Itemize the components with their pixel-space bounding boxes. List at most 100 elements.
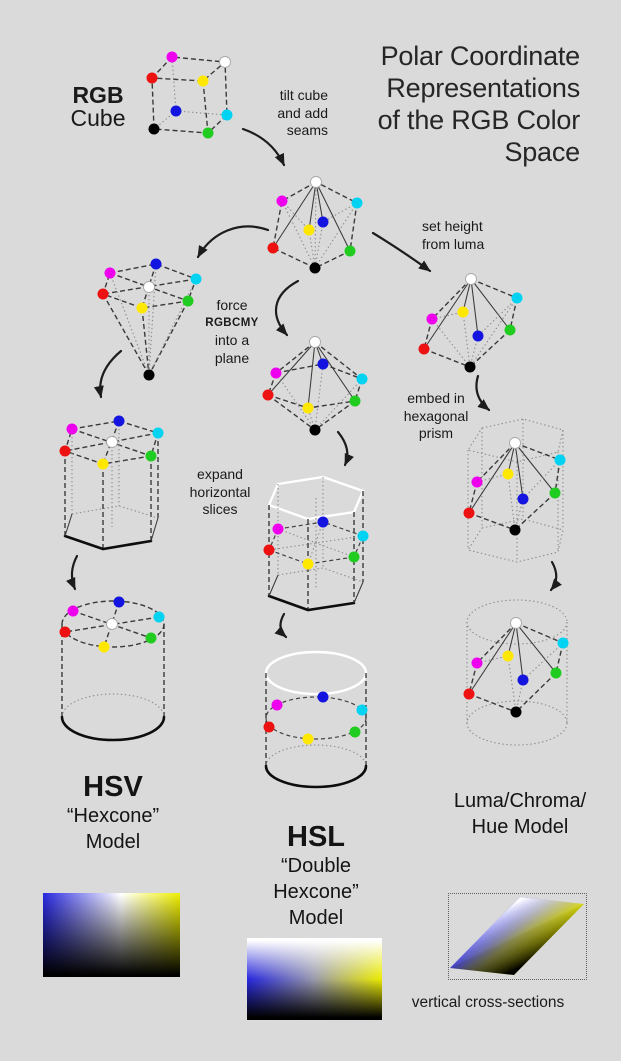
expand-slices-step-label: expand horizontal slices [178, 466, 262, 519]
embed-prism-step-label: embed in hexagonal prism [394, 390, 478, 443]
arrow-to-lch-cylinder [549, 560, 562, 592]
red-vertex-dot [267, 242, 279, 254]
yellow-vertex-dot [303, 224, 315, 236]
luma-cross-section-gradient [450, 897, 584, 975]
luma-cross-section-frame [448, 893, 587, 980]
green-vertex-dot [549, 487, 561, 499]
cyan-vertex-dot [357, 530, 369, 542]
blue-vertex-dot [517, 493, 529, 505]
yellow-vertex-dot [302, 733, 314, 745]
green-vertex-dot [145, 450, 157, 462]
blue-vertex-dot [317, 216, 329, 228]
white-vertex-dot [310, 176, 322, 188]
arrow-to-bicone [274, 279, 300, 337]
arrow-bicone-to-hexcone [336, 430, 354, 467]
green-vertex-dot [145, 632, 157, 644]
cube-label: Cube [70, 105, 126, 131]
black-vertex-dot [309, 262, 321, 274]
black-vertex-dot [309, 424, 321, 436]
step-line: horizontal [189, 483, 251, 500]
cyan-vertex-dot [554, 454, 566, 466]
yellow-vertex-dot [302, 402, 314, 414]
hsl-model-word: Model [288, 907, 344, 929]
black-vertex-dot [464, 361, 476, 373]
arrow-tilt-cube [241, 127, 286, 167]
green-vertex-dot [348, 551, 360, 563]
hexcone-shape [97, 258, 202, 381]
arrow-to-hsl-cylinder [274, 612, 288, 639]
magenta-vertex-dot [66, 423, 78, 435]
white-vertex-dot [510, 617, 522, 629]
step-line: slices [202, 501, 238, 517]
blue-vertex-dot [472, 330, 484, 342]
yellow-vertex-dot [136, 302, 148, 314]
step-line: seams [286, 122, 328, 138]
green-vertex-dot [504, 324, 516, 336]
magenta-vertex-dot [426, 313, 438, 325]
cyan-vertex-dot [356, 704, 368, 716]
arrow-hexcone-to-prism [93, 349, 123, 399]
title-line: Representations [386, 73, 580, 103]
arrow-set-height [371, 231, 432, 273]
white-vertex-dot [465, 273, 477, 285]
red-vertex-dot [418, 343, 430, 355]
red-vertex-dot [146, 72, 158, 84]
yellow-vertex-dot [457, 306, 469, 318]
white-vertex-dot [219, 56, 231, 68]
lch-model-label: Luma/Chroma/ Hue Model [437, 788, 603, 840]
yellow-vertex-dot [97, 458, 109, 470]
step-line: prism [418, 425, 454, 441]
step-line: embed in [407, 390, 465, 406]
red-vertex-dot [463, 688, 475, 700]
cyan-vertex-dot [557, 637, 569, 649]
tilt-cube-step-label: tilt cube and add seams [248, 87, 328, 140]
magenta-vertex-dot [104, 267, 116, 279]
step-line: and add [277, 104, 328, 121]
step-line: plane [214, 349, 250, 366]
green-vertex-dot [349, 726, 361, 738]
white-vertex-dot [106, 618, 118, 630]
blue-vertex-dot [170, 105, 182, 117]
cyan-vertex-dot [152, 427, 164, 439]
magenta-vertex-dot [166, 51, 178, 63]
hsl-cross-section-gradient [247, 938, 382, 1020]
yellow-vertex-dot [98, 641, 110, 653]
cyan-vertex-dot [511, 292, 523, 304]
step-line: set height [422, 218, 483, 234]
white-vertex-dot [309, 336, 321, 348]
hsv-nickname: “Hexcone” [66, 805, 160, 827]
blue-vertex-dot [317, 691, 329, 703]
lch-line: Luma/Chroma/ [453, 790, 587, 812]
yellow-vertex-dot [197, 75, 209, 87]
red-vertex-dot [262, 389, 274, 401]
flow-arrows [66, 127, 562, 639]
cyan-vertex-dot [153, 611, 165, 623]
bicone-shape [262, 336, 368, 436]
luma-cone-shape [418, 273, 523, 373]
magenta-vertex-dot [471, 657, 483, 669]
red-vertex-dot [263, 544, 275, 556]
tilted-cube-shape [267, 176, 363, 274]
green-vertex-dot [349, 395, 361, 407]
green-vertex-dot [182, 295, 194, 307]
hsl-cylinder-shape [263, 650, 368, 789]
black-vertex-dot [510, 706, 522, 718]
arrow-embed-prism [475, 374, 491, 412]
lch-cylinder-shape [463, 599, 569, 746]
step-line: hexagonal [403, 407, 469, 424]
red-vertex-dot [59, 626, 71, 638]
cyan-vertex-dot [190, 273, 202, 285]
step-line-rgbcmy: RGBCMY [205, 316, 259, 329]
hsv-cross-section-gradient [43, 893, 180, 977]
set-height-step-label: set height from luma [422, 218, 496, 253]
blue-vertex-dot [113, 415, 125, 427]
hsv-cylinder-shape [59, 596, 166, 742]
step-line: tilt cube [279, 87, 328, 103]
yellow-vertex-dot [502, 650, 514, 662]
yellow-vertex-dot [302, 558, 314, 570]
hsl-model-label: HSL “Double Hexcone” Model [236, 822, 396, 931]
cross-sections-label: vertical cross-sections [411, 994, 565, 1011]
cyan-vertex-dot [351, 197, 363, 209]
rgb-label: RGB [72, 82, 124, 108]
